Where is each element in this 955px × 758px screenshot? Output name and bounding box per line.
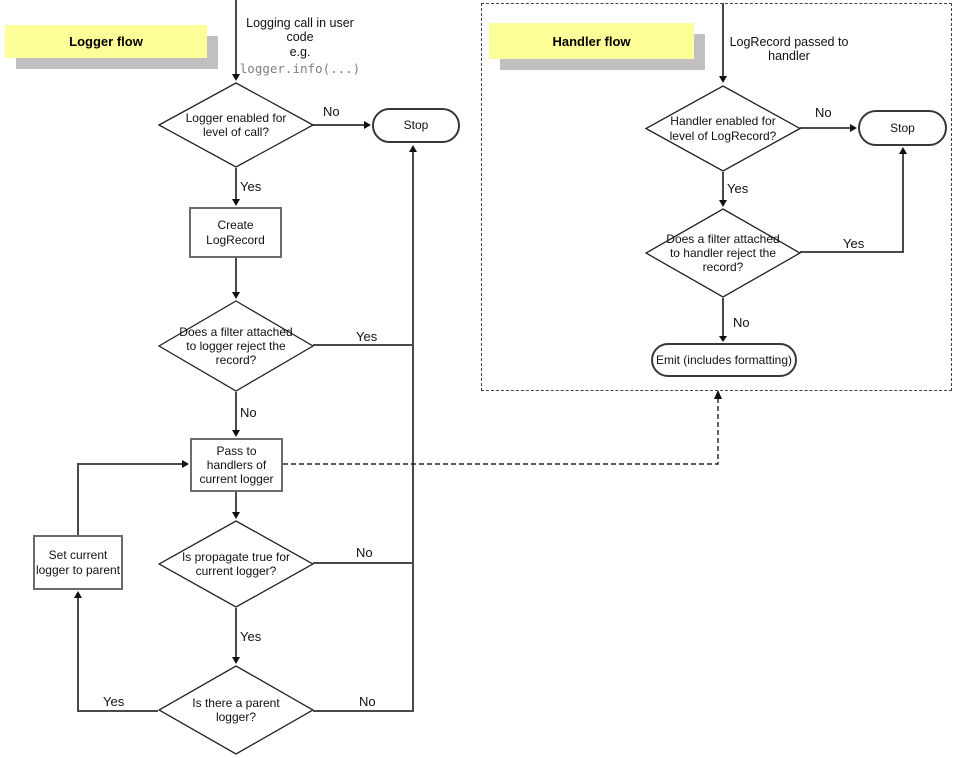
parent-logger-check-decision: Is there a parent logger? (158, 665, 314, 755)
logger-flow-title-note: Logger flow (5, 25, 207, 58)
logger-filter-check-label: Does a filter attached to logger reject … (179, 324, 293, 368)
parent-logger-check-label: Is there a parent logger? (192, 695, 280, 724)
edge-parent-no-to-stop (313, 145, 417, 712)
create-logrecord-node: Create LogRecord (189, 207, 282, 258)
logger-start-code: logger.info(...) (239, 61, 361, 76)
logger-stop-node: Stop (372, 108, 460, 143)
handler-level-no-label: No (815, 105, 832, 120)
edge-create-to-filter (232, 258, 240, 299)
set-current-logger-node: Set current logger to parent (33, 535, 123, 590)
edge-level-yes-to-create (232, 168, 240, 206)
logger-level-yes-label: Yes (240, 179, 262, 194)
logger-level-check-label: Logger enabled for level of call? (185, 110, 287, 139)
edge-start-to-level-check (232, 0, 240, 81)
logger-level-no-label: No (323, 104, 340, 119)
logger-filter-check-decision: Does a filter attached to logger reject … (158, 300, 314, 392)
handler-filter-yes-label: Yes (843, 236, 865, 251)
propagate-check-decision: Is propagate true for current logger? (158, 520, 314, 608)
handler-level-check-label: Handler enabled for level of LogRecord? (669, 114, 777, 143)
handler-level-yes-label: Yes (727, 181, 749, 196)
logger-filter-no-label: No (240, 405, 257, 420)
edge-handler-start-to-level-check (719, 3, 727, 83)
edge-handler-level-no-to-stop (800, 124, 857, 132)
pass-to-handlers-node: Pass to handlers of current logger (190, 438, 283, 492)
edge-handler-level-yes-to-filter (719, 172, 727, 207)
propagate-no-label: No (356, 545, 373, 560)
propagate-yes-label: Yes (240, 629, 262, 644)
parent-no-label: No (359, 694, 376, 709)
handler-level-check-decision: Handler enabled for level of LogRecord? (645, 85, 801, 172)
edge-setparent-to-pass (77, 460, 189, 535)
edge-filter-no-to-pass (232, 392, 240, 437)
logger-level-check-decision: Logger enabled for level of call? (158, 82, 314, 168)
handler-filter-check-label: Does a filter attached to handler reject… (666, 231, 780, 275)
handler-stop-node: Stop (858, 110, 947, 146)
parent-yes-label: Yes (103, 694, 125, 709)
edge-pass-to-propagate (232, 492, 240, 519)
logger-start-caption: Logging call in user code e.g. (246, 16, 354, 59)
edge-level-no-to-stop (313, 121, 371, 129)
logger-filter-yes-label: Yes (356, 329, 378, 344)
edge-propagate-yes-to-parent (232, 608, 240, 664)
emit-node: Emit (includes formatting) (651, 343, 797, 377)
handler-flow-dashed-box (481, 3, 952, 391)
edge-parent-yes-to-setparent (74, 591, 158, 712)
handler-flow-title-note: Handler flow (489, 23, 694, 59)
edge-handler-filter-yes-to-stop (800, 147, 907, 253)
propagate-check-label: Is propagate true for current logger? (181, 549, 291, 578)
handler-start-caption: LogRecord passed to handler (729, 35, 849, 64)
edge-handler-filter-no-to-emit (719, 298, 727, 342)
handler-filter-check-decision: Does a filter attached to handler reject… (645, 208, 801, 298)
edge-pass-to-handler-flow-dashed (283, 390, 722, 465)
handler-flow-title: Handler flow (552, 33, 631, 49)
handler-filter-no-label: No (733, 315, 750, 330)
logger-flow-title: Logger flow (69, 34, 143, 49)
